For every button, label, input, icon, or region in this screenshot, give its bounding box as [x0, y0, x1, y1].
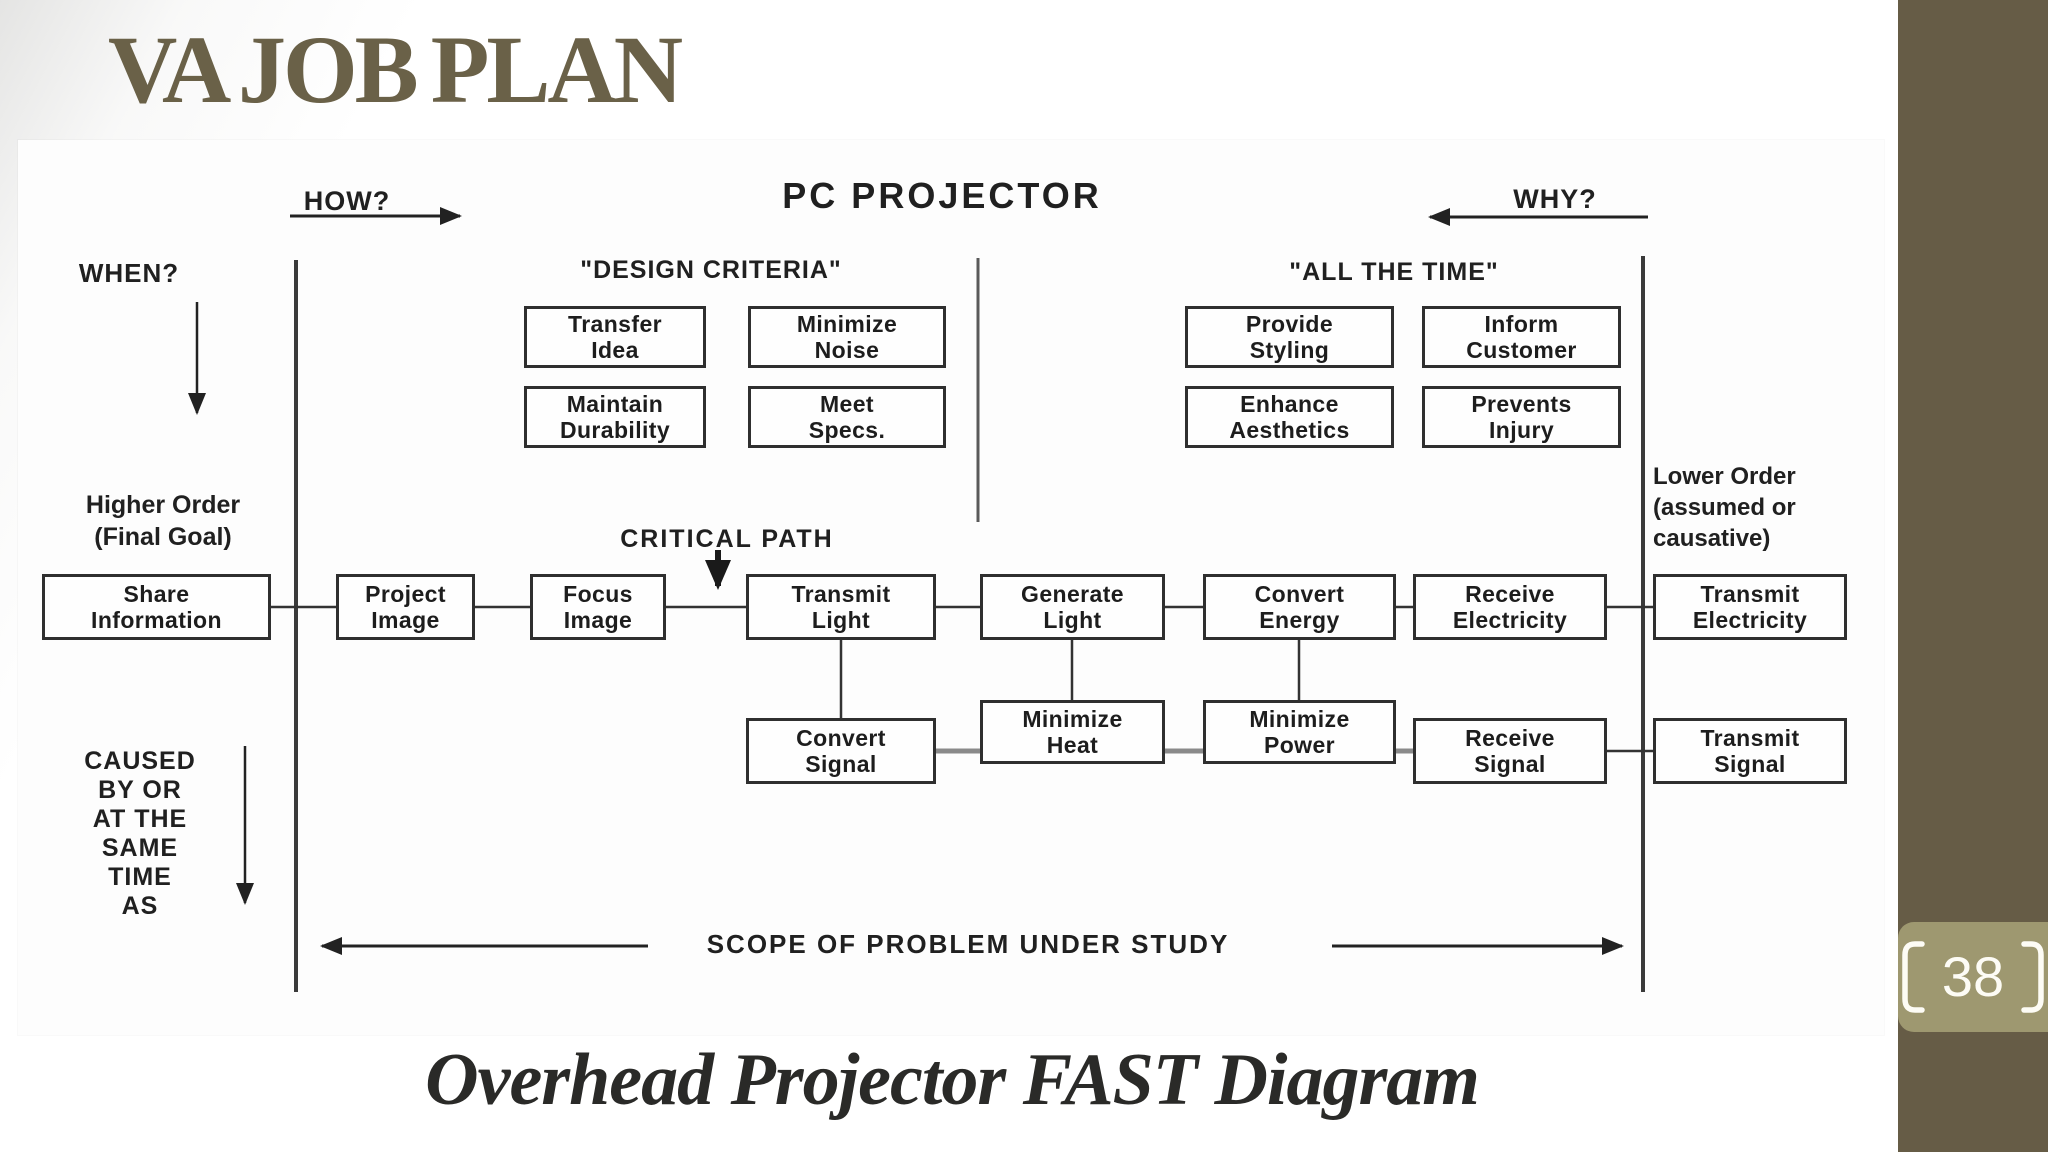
fast-box-transmit-signal: Transmit Signal — [1653, 718, 1847, 784]
fast-box-maintain-durability: Maintain Durability — [524, 386, 706, 448]
fast-box-receive-electricity: Receive Electricity — [1413, 574, 1607, 640]
why-label: WHY? — [1513, 184, 1597, 214]
page-bracket-right-icon — [2021, 941, 2044, 1013]
fast-box-share-information: Share Information — [42, 574, 271, 640]
higher-order-label: Higher Order (Final Goal) — [85, 491, 241, 551]
all-the-time-label: "ALL THE TIME" — [1289, 258, 1499, 286]
fast-box-meet-specs: Meet Specs. — [748, 386, 946, 448]
fast-box-minimize-noise: Minimize Noise — [748, 306, 946, 368]
fast-box-minimize-power: Minimize Power — [1203, 700, 1396, 764]
fast-box-convert-energy: Convert Energy — [1203, 574, 1396, 640]
how-label: HOW? — [303, 186, 391, 216]
scope-label: SCOPE OF PROBLEM UNDER STUDY — [706, 929, 1230, 959]
critical-path-label: CRITICAL PATH — [620, 525, 834, 553]
fast-box-transfer-idea: Transfer Idea — [524, 306, 706, 368]
fast-box-enhance-aesthetics: Enhance Aesthetics — [1185, 386, 1394, 448]
fast-box-transmit-electricity: Transmit Electricity — [1653, 574, 1847, 640]
fast-box-generate-light: Generate Light — [980, 574, 1165, 640]
page-bracket-left-icon — [1902, 941, 1925, 1013]
fast-box-prevents-injury: Prevents Injury — [1422, 386, 1621, 448]
fast-box-provide-styling: Provide Styling — [1185, 306, 1394, 368]
fast-box-receive-signal: Receive Signal — [1413, 718, 1607, 784]
fast-box-project-image: Project Image — [336, 574, 475, 640]
lower-order-label: Lower Order (assumed or causative) — [1653, 463, 1796, 552]
fast-box-inform-customer: Inform Customer — [1422, 306, 1621, 368]
design-criteria-label: "DESIGN CRITERIA" — [580, 256, 842, 284]
fast-box-convert-signal: Convert Signal — [746, 718, 936, 784]
fast-box-transmit-light: Transmit Light — [746, 574, 936, 640]
when-label: WHEN? — [78, 258, 180, 288]
page-number: 38 — [1941, 945, 2005, 1008]
diagram-title: PC PROJECTOR — [782, 175, 1102, 216]
page-number-badge: 38 — [1898, 922, 2048, 1032]
slide-title: VA JOB PLAN — [108, 16, 683, 123]
slide-caption: Overhead Projector FAST Diagram — [425, 1039, 1480, 1121]
fast-box-focus-image: Focus Image — [530, 574, 666, 640]
caused-by-label: CAUSED BY OR AT THE SAME TIME AS — [84, 747, 196, 920]
fast-box-minimize-heat: Minimize Heat — [980, 700, 1165, 764]
